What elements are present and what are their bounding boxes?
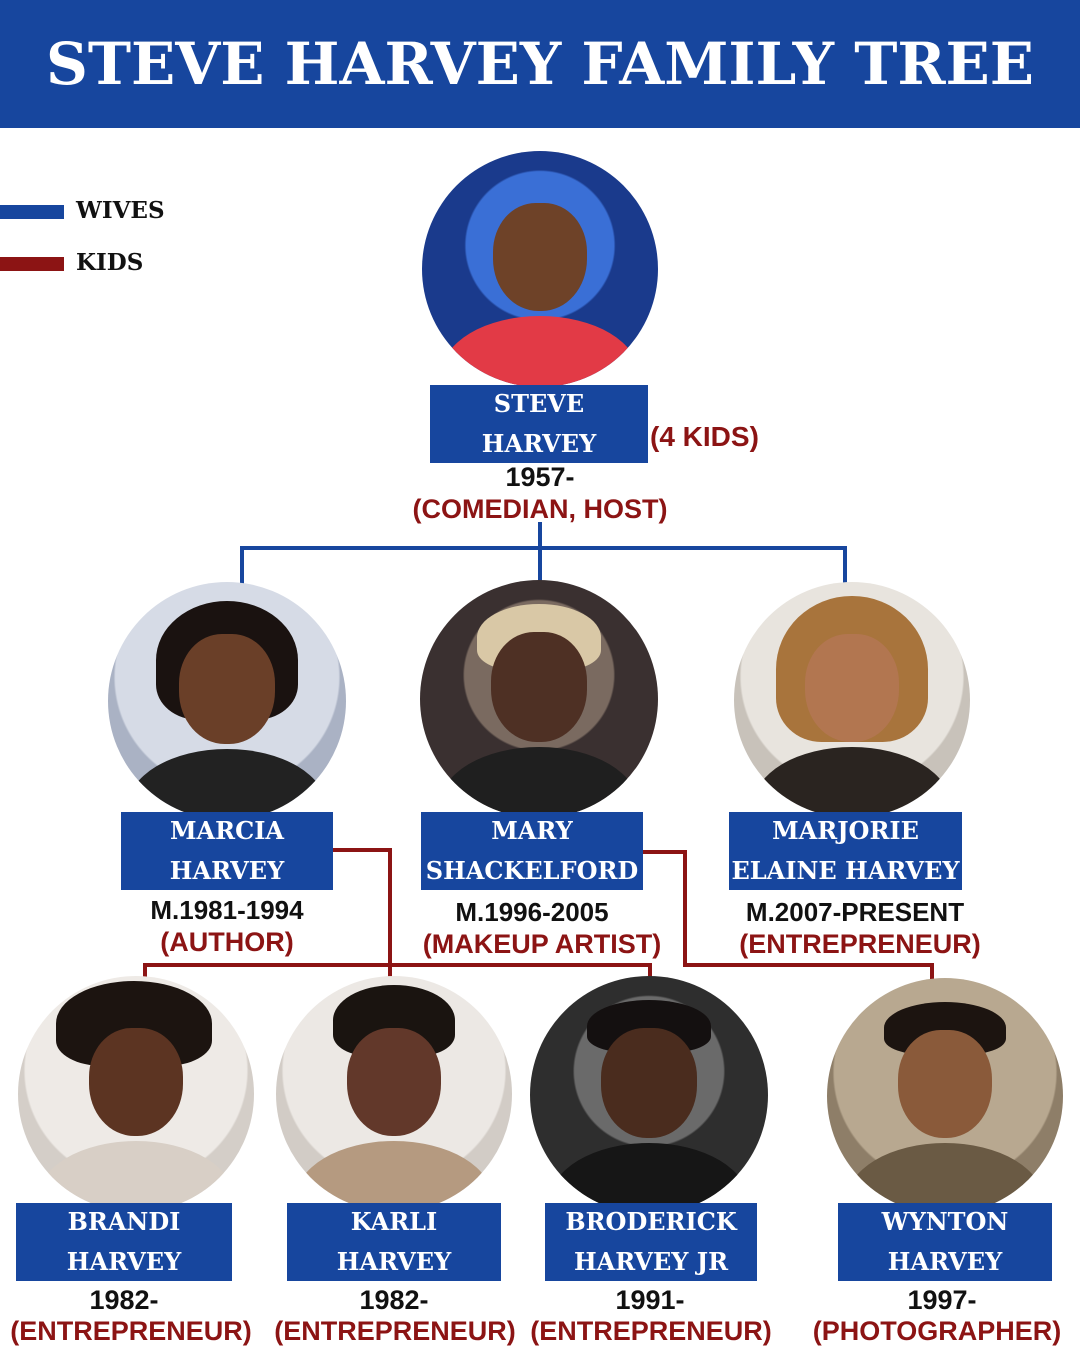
karli-role: (ENTREPRENEUR) [274, 1316, 516, 1346]
broderick-role: (ENTREPRENEUR) [530, 1316, 772, 1346]
steve-role: (COMEDIAN, HOST) [412, 494, 668, 524]
legend-kids-swatch [0, 257, 64, 271]
steve-kids-note: (4 KIDS) [650, 421, 759, 452]
mary-photo [420, 580, 658, 818]
karli-years: 1982- [359, 1285, 429, 1315]
karli-name-line1: KARLI [350, 1207, 438, 1236]
marjorie-name-line2: ELAINE HARVEY [731, 856, 960, 885]
karli-name-line2: HARVEY [336, 1247, 452, 1276]
marcia-role: (AUTHOR) [160, 927, 294, 957]
mary-name-box: MARY SHACKELFORD [421, 812, 643, 890]
steve-name-line1: STEVE [493, 389, 585, 418]
steve-years: 1957- [505, 462, 575, 492]
wynton-role: (PHOTOGRAPHER) [812, 1316, 1062, 1346]
wynton-name-box: WYNTON HARVEY [838, 1203, 1052, 1281]
broderick-name-box: BRODERICK HARVEY JR [545, 1203, 757, 1281]
marcia-years: M.1981-1994 [150, 895, 304, 925]
wynton-years: 1997- [907, 1285, 977, 1315]
wife-connectors [240, 522, 847, 585]
marcia-photo [108, 582, 346, 820]
legend-wives-label: WIVES [76, 197, 165, 224]
marcia-name-box: MARCIA HARVEY [121, 812, 333, 890]
legend-wives-swatch [0, 205, 64, 219]
title-banner: STEVE HARVEY FAMILY TREE [0, 0, 1080, 128]
steve-name-box: STEVE HARVEY [430, 385, 648, 463]
steve-photo [422, 151, 658, 387]
marjorie-name-line1: MARJORIE [772, 816, 919, 845]
wynton-photo [827, 978, 1063, 1214]
broderick-photo [530, 976, 768, 1214]
karli-photo [276, 976, 512, 1212]
page-title: STEVE HARVEY FAMILY TREE [46, 30, 1034, 98]
wynton-name-line2: HARVEY [887, 1247, 1003, 1276]
marjorie-photo [734, 582, 970, 818]
marcia-name-line1: MARCIA [169, 816, 285, 845]
brandi-name-line2: HARVEY [66, 1247, 182, 1276]
legend-kids-label: KIDS [76, 249, 144, 276]
brandi-years: 1982- [89, 1285, 159, 1315]
broderick-name-line1: BRODERICK [565, 1207, 737, 1236]
mary-role: (MAKEUP ARTIST) [422, 929, 662, 959]
brandi-role: (ENTREPRENEUR) [10, 1316, 252, 1346]
brandi-photo [18, 976, 254, 1212]
steve-name-line2: HARVEY [481, 429, 597, 458]
marcia-name-line2: HARVEY [169, 856, 285, 885]
karli-name-box: KARLI HARVEY [287, 1203, 501, 1281]
marjorie-role: (ENTREPRENEUR) [739, 929, 981, 959]
broderick-years: 1991- [615, 1285, 685, 1315]
mary-years: M.1996-2005 [455, 897, 609, 927]
marjorie-name-box: MARJORIE ELAINE HARVEY [729, 812, 962, 890]
mary-name-line2: SHACKELFORD [425, 856, 639, 885]
marjorie-years: M.2007-PRESENT [745, 897, 965, 927]
mary-name-line1: MARY [491, 816, 573, 845]
brandi-name-box: BRANDI HARVEY [16, 1203, 232, 1281]
wynton-name-line1: WYNTON [881, 1207, 1009, 1236]
broderick-name-line2: HARVEY JR [573, 1247, 729, 1276]
brandi-name-line1: BRANDI [67, 1207, 181, 1236]
